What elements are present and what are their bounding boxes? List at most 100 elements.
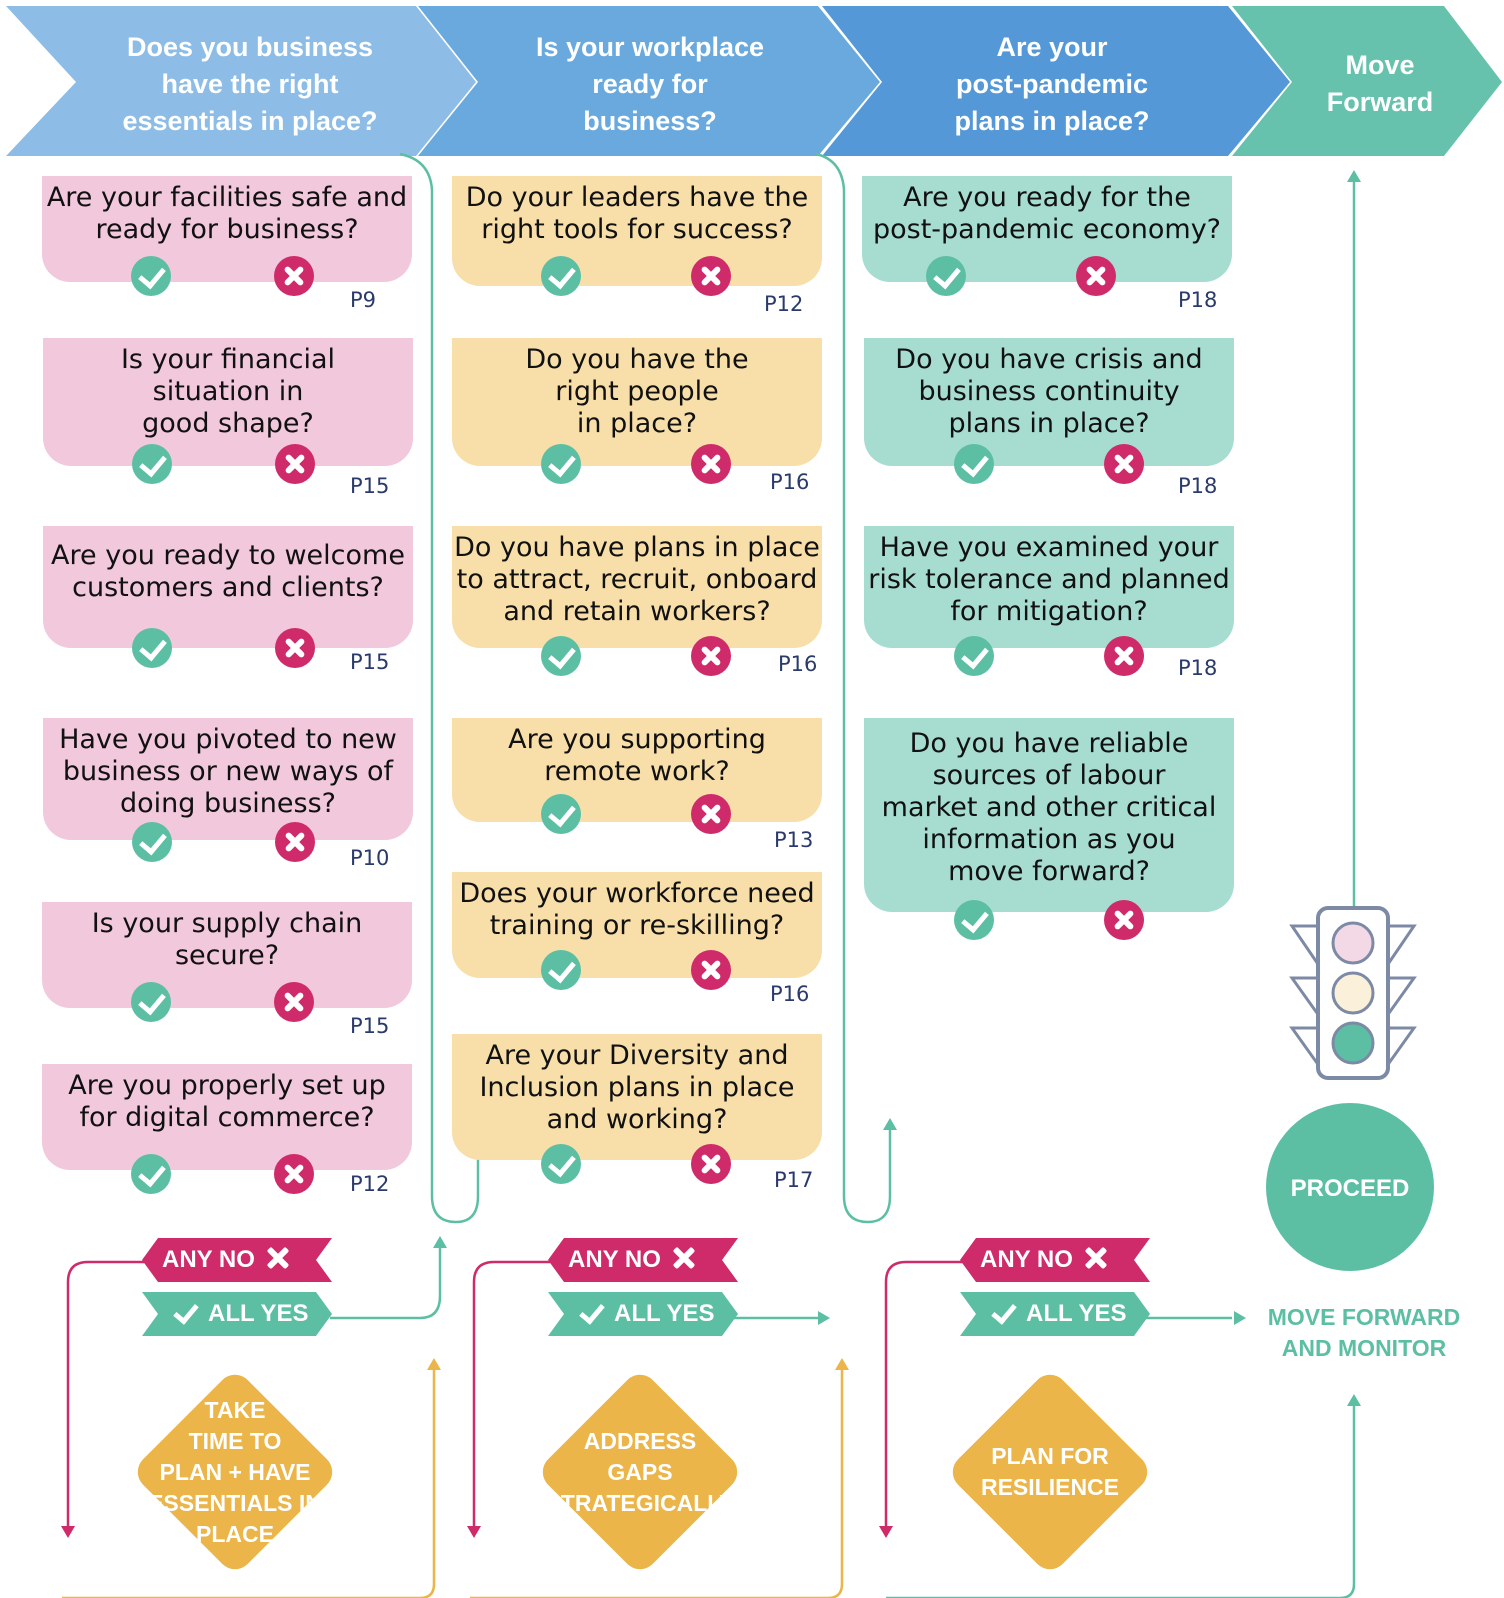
traffic-light-red xyxy=(1331,921,1375,965)
no-cross-icon[interactable] xyxy=(275,444,315,484)
yes-check-icon[interactable] xyxy=(132,444,172,484)
no-cross-icon[interactable] xyxy=(1104,444,1144,484)
header-chevron-3 xyxy=(822,6,1290,156)
page-reference[interactable]: P10 xyxy=(350,846,390,870)
question-text: Are you supporting remote work? xyxy=(508,724,766,787)
no-cross-icon[interactable] xyxy=(274,256,314,296)
page-reference[interactable]: P18 xyxy=(1178,474,1218,498)
page-reference[interactable]: P15 xyxy=(350,1014,390,1038)
any-no-ribbon: ANY NO xyxy=(960,1238,1150,1282)
outcome-diamond-1 xyxy=(137,1374,333,1570)
proceed-label: PROCEED xyxy=(1290,1174,1410,1202)
page-reference[interactable]: P18 xyxy=(1178,656,1218,680)
question-text: Do you have reliable sources of labour m… xyxy=(881,728,1217,887)
question-text: Are you ready to welcome customers and c… xyxy=(51,540,405,603)
check-icon xyxy=(172,1300,196,1324)
question-text: Do you have plans in place to attract, r… xyxy=(454,532,820,627)
question-card: Are you ready for the post-pandemic econ… xyxy=(862,176,1232,282)
yes-check-icon[interactable] xyxy=(954,444,994,484)
page-reference[interactable]: P15 xyxy=(350,650,390,674)
page-reference[interactable]: P16 xyxy=(778,652,818,676)
all-yes-label: ALL YES xyxy=(614,1300,715,1327)
yes-check-icon[interactable] xyxy=(926,256,966,296)
yes-check-icon[interactable] xyxy=(541,256,581,296)
question-text: Are you properly set up for digital comm… xyxy=(68,1070,386,1133)
outcome-diamond-2 xyxy=(542,1374,738,1570)
outcome-address-gaps: ADDRESS GAPS STRATEGICALLY xyxy=(545,1427,735,1516)
page-reference[interactable]: P15 xyxy=(350,474,390,498)
all-yes-ribbon: ALL YES xyxy=(960,1292,1150,1336)
outcome-plan-resilience: PLAN FOR RESILIENCE xyxy=(980,1443,1120,1500)
all-yes-label: ALL YES xyxy=(1026,1300,1127,1327)
page-reference[interactable]: P17 xyxy=(774,1168,814,1192)
question-card: Is your supply chain secure? xyxy=(42,902,412,1008)
cross-icon xyxy=(671,1245,697,1271)
yes-check-icon[interactable] xyxy=(541,1144,581,1184)
yes-check-icon[interactable] xyxy=(132,628,172,668)
question-text: Do your leaders have the right tools for… xyxy=(465,182,809,245)
page-reference[interactable]: P12 xyxy=(764,292,804,316)
no-cross-icon[interactable] xyxy=(275,822,315,862)
question-card: Are you supporting remote work? xyxy=(452,718,822,822)
no-cross-icon[interactable] xyxy=(691,950,731,990)
no-cross-icon[interactable] xyxy=(691,444,731,484)
yes-check-icon[interactable] xyxy=(541,950,581,990)
yes-check-icon[interactable] xyxy=(131,256,171,296)
traffic-light-yellow xyxy=(1331,971,1375,1015)
yes-check-icon[interactable] xyxy=(954,636,994,676)
page-reference[interactable]: P13 xyxy=(774,828,814,852)
question-card: Are your facilities safe and ready for b… xyxy=(42,176,412,282)
all-yes-ribbon: ALL YES xyxy=(142,1292,332,1336)
header-essentials: Does you business have the right essenti… xyxy=(122,31,378,136)
no-cross-icon[interactable] xyxy=(1076,256,1116,296)
question-card: Have you pivoted to new business or new … xyxy=(43,718,413,840)
header-chevron-2 xyxy=(418,6,880,156)
yes-check-icon[interactable] xyxy=(131,982,171,1022)
yes-check-icon[interactable] xyxy=(541,794,581,834)
question-card: Do you have the right people in place? xyxy=(452,338,822,466)
no-cross-icon[interactable] xyxy=(691,1144,731,1184)
yes-check-icon[interactable] xyxy=(541,636,581,676)
header-chevron-1 xyxy=(6,6,476,156)
question-card: Do you have reliable sources of labour m… xyxy=(864,718,1234,912)
outcome-plan-essentials: TAKE TIME TO PLAN + HAVE ESSENTIALS IN P… xyxy=(148,1396,322,1547)
question-text: Is your financial situation in good shap… xyxy=(120,344,336,439)
no-cross-icon[interactable] xyxy=(275,628,315,668)
question-card: Are you properly set up for digital comm… xyxy=(42,1064,412,1170)
question-card: Do you have crisis and business continui… xyxy=(864,338,1234,466)
question-text: Do you have the right people in place? xyxy=(525,344,749,439)
question-card: Are you ready to welcome customers and c… xyxy=(43,526,413,648)
any-no-ribbon: ANY NO xyxy=(142,1238,332,1282)
all-yes-ribbon: ALL YES xyxy=(548,1292,738,1336)
page-reference[interactable]: P12 xyxy=(350,1172,390,1196)
no-cross-icon[interactable] xyxy=(691,256,731,296)
no-cross-icon[interactable] xyxy=(274,982,314,1022)
question-text: Does your workforce need training or re-… xyxy=(459,878,815,941)
yes-check-icon[interactable] xyxy=(131,1154,171,1194)
page-reference[interactable]: P16 xyxy=(770,982,810,1006)
page-reference[interactable]: P9 xyxy=(350,288,377,312)
page-reference[interactable]: P16 xyxy=(770,470,810,494)
no-cross-icon[interactable] xyxy=(1104,900,1144,940)
yes-check-icon[interactable] xyxy=(541,444,581,484)
no-cross-icon[interactable] xyxy=(274,1154,314,1194)
question-card: Does your workforce need training or re-… xyxy=(452,872,822,978)
any-no-label: ANY NO xyxy=(162,1246,255,1273)
header-chevron-4 xyxy=(1232,6,1502,156)
no-cross-icon[interactable] xyxy=(1104,636,1144,676)
no-cross-icon[interactable] xyxy=(691,636,731,676)
yes-check-icon[interactable] xyxy=(954,900,994,940)
header-workplace: Is your workplace ready for business? xyxy=(535,31,765,136)
page-reference[interactable]: P18 xyxy=(1178,288,1218,312)
question-text: Are you ready for the post-pandemic econ… xyxy=(872,182,1222,245)
header-move-forward: Move Forward xyxy=(1326,50,1434,117)
any-no-label: ANY NO xyxy=(568,1246,661,1273)
question-card: Is your financial situation in good shap… xyxy=(43,338,413,466)
outcome-diamond-3 xyxy=(952,1374,1148,1570)
yes-check-icon[interactable] xyxy=(132,822,172,862)
no-cross-icon[interactable] xyxy=(691,794,731,834)
traffic-light-green xyxy=(1331,1021,1375,1065)
no-path-lines xyxy=(66,1260,964,1530)
